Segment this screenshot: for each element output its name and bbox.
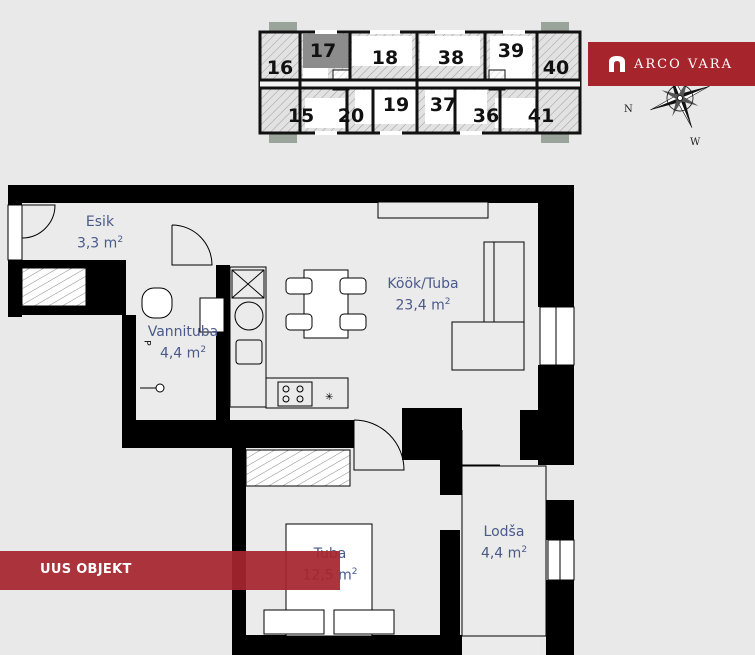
room-name: Esik [85, 214, 115, 230]
room-area: 4,4 m [480, 545, 522, 562]
brand-logo: ARCO VARA [588, 42, 755, 86]
unit-17: 17 [309, 40, 337, 62]
unit-18: 18 [371, 47, 399, 69]
unit-41: 41 [527, 105, 555, 127]
arch-logo-icon [609, 56, 625, 72]
unit-38: 38 [437, 47, 465, 69]
room-vannituba: Vannituba 4,4 m2 [147, 324, 219, 362]
unit-20: 20 [337, 105, 365, 127]
compass-n-label: N [624, 104, 633, 115]
room-area: 23,4 m [395, 297, 445, 314]
svg-text:✳: ✳ [325, 392, 333, 403]
room-area: 3,3 m [76, 235, 118, 252]
room-name: Köök/Tuba [387, 276, 459, 292]
compass-rose-icon [650, 68, 710, 128]
unit-16: 16 [266, 57, 294, 79]
new-listing-label: UUS OBJEKT [40, 562, 132, 577]
room-area: 4,4 m [159, 345, 201, 362]
unit-19: 19 [382, 94, 410, 116]
unit-39: 39 [497, 40, 525, 62]
key-plan [258, 22, 582, 143]
unit-37: 37 [429, 94, 457, 116]
brand-name: ARCO VARA [634, 56, 733, 72]
room-esik: Esik 3,3 m2 [76, 214, 124, 252]
room-lodsa: Lodša 4,4 m2 [480, 524, 528, 562]
unit-36: 36 [472, 105, 500, 127]
new-listing-banner [0, 551, 340, 590]
room-name: Lodša [483, 524, 525, 540]
unit-40: 40 [542, 57, 570, 79]
compass-w-label: W [690, 137, 701, 148]
unit-15: 15 [287, 105, 315, 127]
room-kook-tuba: Köök/Tuba 23,4 m2 [387, 276, 459, 314]
room-name: Vannituba [147, 324, 219, 340]
